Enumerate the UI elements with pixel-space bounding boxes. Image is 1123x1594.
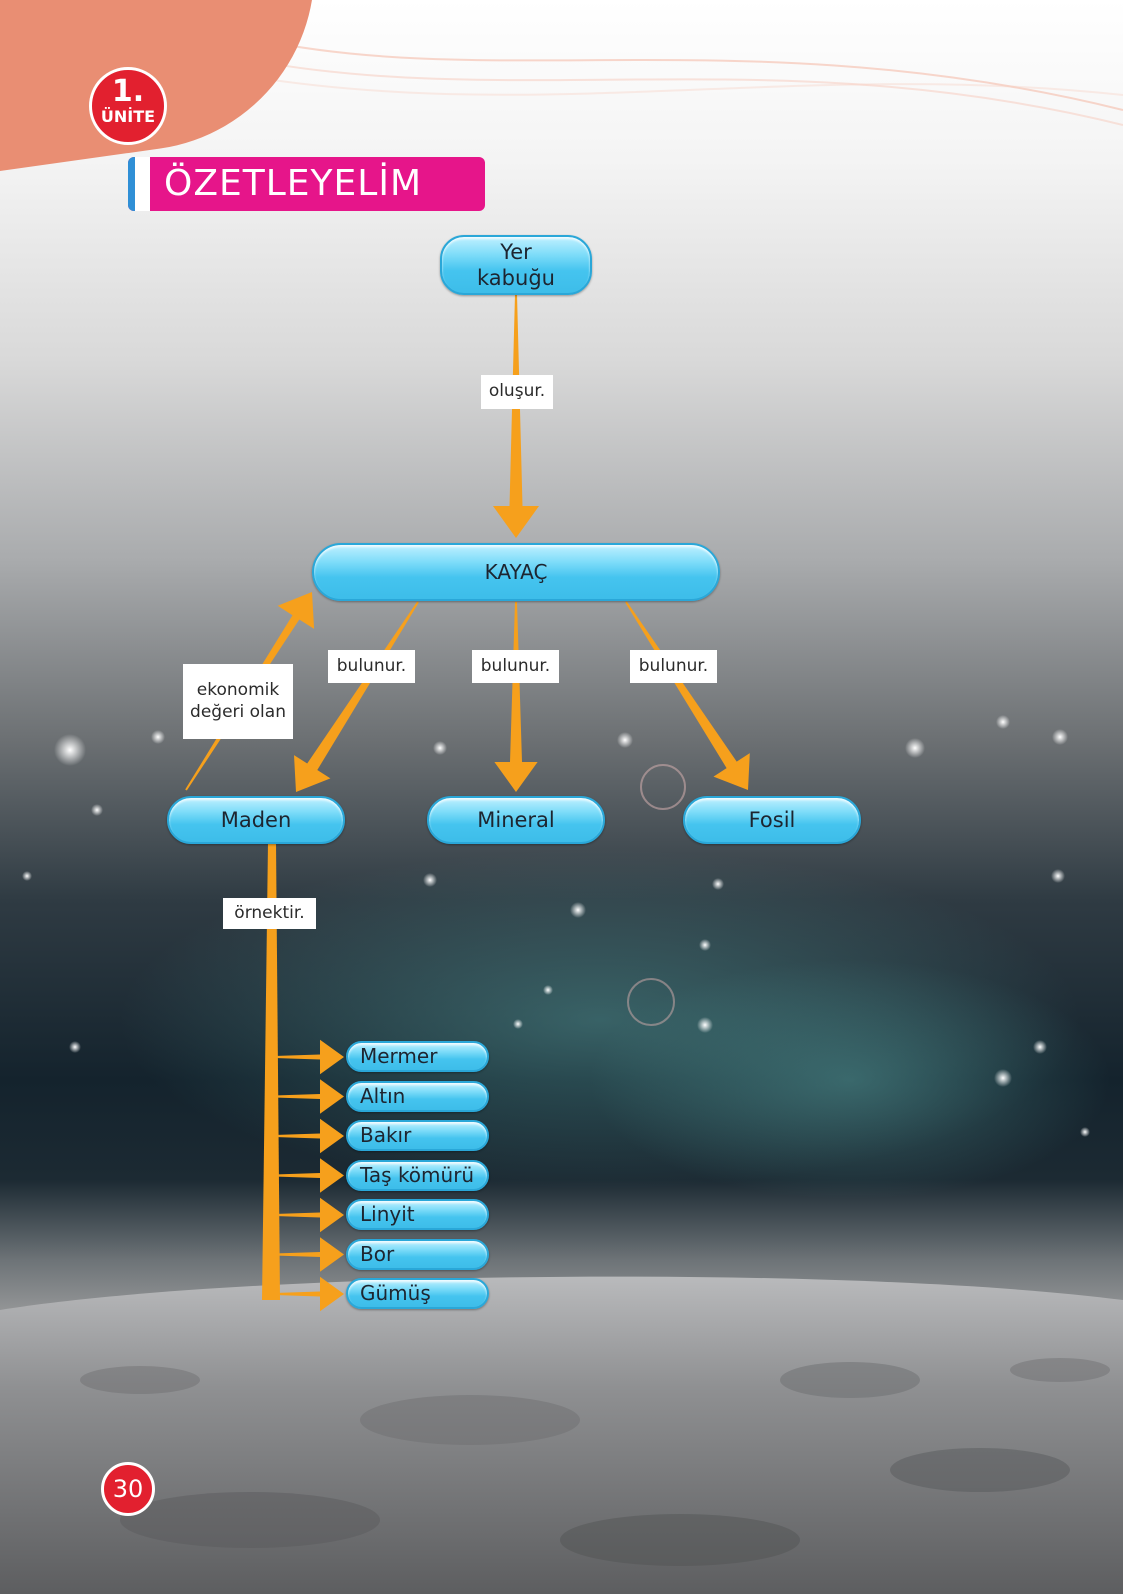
example-item: Bor <box>346 1238 489 1270</box>
label-olusur: oluşur. <box>481 375 553 409</box>
label-ekonomik-degeri-olan: ekonomik değeri olan <box>183 664 293 739</box>
example-item: Bakır <box>346 1120 489 1151</box>
unit-word: ÜNİTE <box>100 107 156 126</box>
label-bulunur-1: bulunur. <box>328 650 415 683</box>
example-item: Taş kömürü <box>346 1159 489 1191</box>
arrow-to-example <box>274 1158 344 1193</box>
arrow-to-example <box>274 1039 344 1075</box>
arrow-to-example <box>274 1237 344 1272</box>
label-bulunur-2: bulunur. <box>472 650 559 683</box>
arrow-yer-kabugu-to-kayac <box>493 294 539 538</box>
example-item: Gümüş <box>346 1278 489 1309</box>
section-title-bar: ÖZETLEYELİM <box>128 157 485 211</box>
example-item: Mermer <box>346 1041 489 1072</box>
arrow-to-example <box>274 1118 344 1154</box>
arrow-kayac-to-mineral <box>494 602 538 792</box>
arrow-kayac-to-fosil <box>625 601 750 790</box>
node-mineral: Mineral <box>427 796 605 844</box>
arrow-kayac-to-maden <box>294 601 419 792</box>
title-stripe <box>128 157 150 211</box>
arrow-maden-trunk <box>262 842 280 1300</box>
label-bulunur-3: bulunur. <box>630 650 717 683</box>
node-maden: Maden <box>167 796 345 844</box>
example-item: Altın <box>346 1080 489 1112</box>
arrow-to-example <box>274 1079 344 1114</box>
section-title: ÖZETLEYELİM <box>164 163 423 204</box>
example-item: Linyit <box>346 1199 489 1230</box>
page-number: 30 <box>101 1462 155 1516</box>
label-ornektir: örnektir. <box>223 898 316 929</box>
unit-badge: 1. ÜNİTE <box>89 67 167 145</box>
node-kayac: KAYAÇ <box>312 543 720 601</box>
arrow-to-example <box>274 1197 344 1233</box>
node-yer-kabugu: Yer kabuğu <box>440 235 592 295</box>
node-fosil: Fosil <box>683 796 861 844</box>
unit-number: 1. <box>111 74 145 109</box>
arrow-to-example <box>274 1276 344 1312</box>
